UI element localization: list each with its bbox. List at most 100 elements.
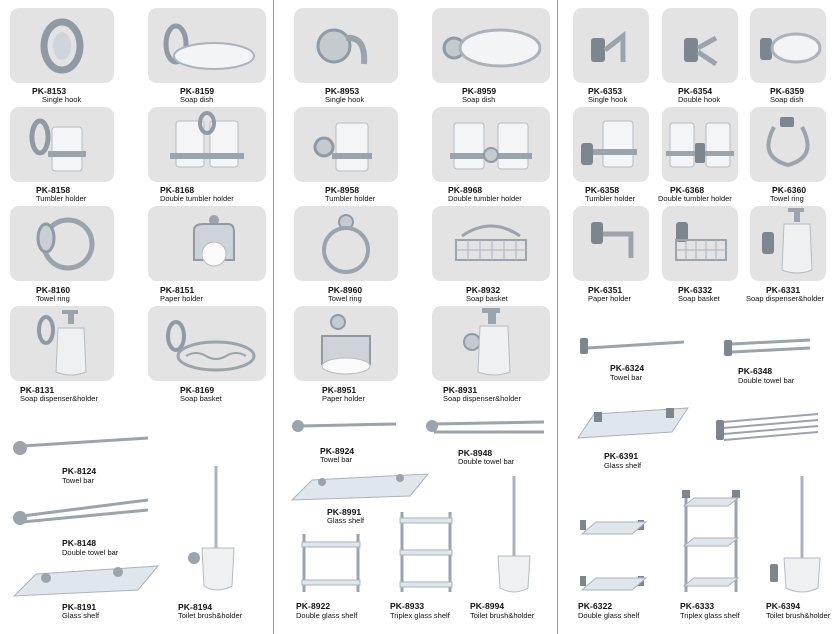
product-image-soap-dispenser[interactable] <box>10 306 114 381</box>
product-code: PK-8951 <box>322 385 357 395</box>
product-code: PK-8194 <box>178 602 213 612</box>
product-image-soap-dish[interactable] <box>432 8 550 83</box>
product-image-towel-ring[interactable] <box>10 206 114 281</box>
product-code: PK-8931 <box>443 385 478 395</box>
product-name: Toilet brush&holder <box>766 611 831 620</box>
product-image-double-hook[interactable] <box>662 8 738 83</box>
product-name: Soap dish <box>180 95 214 104</box>
product-code: PK-8933 <box>390 601 425 611</box>
product-image-towel-bar[interactable] <box>290 414 400 436</box>
product-image-soap-basket[interactable] <box>662 206 738 281</box>
product-code: PK-6353 <box>588 86 623 96</box>
product-code: PK-6331 <box>766 285 801 295</box>
product-image-triplex-glass-shelf[interactable] <box>680 488 742 596</box>
product-code: PK-8922 <box>296 601 331 611</box>
product-image-soap-basket[interactable] <box>432 206 550 281</box>
product-image-paper-holder[interactable] <box>294 306 398 381</box>
product-code: PK-6359 <box>770 86 805 96</box>
product-name: Soap dish <box>462 95 496 104</box>
product-code: PK-6351 <box>588 285 623 295</box>
product-image-single-hook[interactable] <box>294 8 398 83</box>
product-code: PK-6358 <box>585 185 620 195</box>
product-image-tumbler-holder[interactable] <box>294 107 398 182</box>
product-image-soap-dispenser[interactable] <box>432 306 550 381</box>
product-name: Soap basket <box>180 394 222 403</box>
product-name: Toilet brush&holder <box>470 611 535 620</box>
product-image-towel-bar[interactable] <box>578 334 686 358</box>
product-code: PK-8153 <box>32 86 67 96</box>
product-name: Double tumbler holder <box>160 194 234 203</box>
product-image-glass-shelf[interactable] <box>10 560 160 600</box>
product-image-paper-holder[interactable] <box>573 206 649 281</box>
product-code: PK-8924 <box>320 446 355 456</box>
product-name: Towel bar <box>62 476 95 485</box>
product-code: PK-6324 <box>610 363 645 373</box>
product-name: Soap dish <box>770 95 804 104</box>
product-image-towel-ring[interactable] <box>294 206 398 281</box>
product-name: Triplex glass shelf <box>680 611 740 620</box>
product-image-glass-shelf[interactable] <box>574 404 690 444</box>
product-code: PK-6368 <box>670 185 705 195</box>
product-code: PK-6322 <box>578 601 613 611</box>
product-name: Double tumbler holder <box>658 194 732 203</box>
product-image-glass-shelf[interactable] <box>288 468 430 504</box>
product-code: PK-6348 <box>738 366 773 376</box>
product-image-towel-bar[interactable] <box>10 432 150 462</box>
product-image-soap-dish[interactable] <box>750 8 826 83</box>
product-name: Soap dispenser&holder <box>443 394 521 403</box>
product-image-toilet-brush[interactable] <box>186 462 246 598</box>
product-name: Triplex glass shelf <box>390 611 450 620</box>
product-code: PK-6394 <box>766 601 801 611</box>
product-image-double-glass-shelf[interactable] <box>296 530 366 596</box>
product-image-towel-ring[interactable] <box>750 107 826 182</box>
product-image-double-tumbler-holder[interactable] <box>662 107 738 182</box>
product-name: Toilet brush&holder <box>178 611 243 620</box>
product-code: PK-8169 <box>180 385 215 395</box>
product-image-soap-dish[interactable] <box>148 8 266 83</box>
product-image-single-hook[interactable] <box>10 8 114 83</box>
product-name: Double towel bar <box>738 376 795 385</box>
product-code: PK-6360 <box>772 185 807 195</box>
product-name: Towel ring <box>36 294 70 303</box>
product-code: PK-8994 <box>470 601 505 611</box>
product-code: PK-8191 <box>62 602 97 612</box>
product-code: PK-8158 <box>36 185 71 195</box>
product-image-double-towel-bar[interactable] <box>722 334 812 362</box>
product-name: Double tumbler holder <box>448 194 522 203</box>
product-code: PK-6332 <box>678 285 713 295</box>
product-image-double-glass-shelf[interactable] <box>576 516 650 596</box>
product-image-tumbler-holder[interactable] <box>573 107 649 182</box>
product-name: Towel ring <box>328 294 362 303</box>
product-image-glass-shelf-bars[interactable] <box>714 410 820 444</box>
product-name: Paper holder <box>588 294 631 303</box>
product-image-single-hook[interactable] <box>573 8 649 83</box>
product-name: Towel ring <box>770 194 804 203</box>
column-divider <box>273 0 274 634</box>
product-image-double-towel-bar[interactable] <box>424 414 548 442</box>
product-image-toilet-brush[interactable] <box>768 474 828 598</box>
product-name: Single hook <box>325 95 365 104</box>
product-image-soap-basket[interactable] <box>148 306 266 381</box>
product-image-tumbler-holder[interactable] <box>10 107 114 182</box>
product-image-double-tumbler-holder[interactable] <box>148 107 266 182</box>
product-code: PK-8159 <box>180 86 215 96</box>
product-code: PK-6354 <box>678 86 713 96</box>
product-name: Soap basket <box>678 294 720 303</box>
product-image-double-towel-bar[interactable] <box>10 496 150 536</box>
product-name: Double glass shelf <box>296 611 358 620</box>
product-code: PK-8948 <box>458 448 493 458</box>
product-image-double-tumbler-holder[interactable] <box>432 107 550 182</box>
product-image-soap-dispenser[interactable] <box>750 206 826 281</box>
product-name: Glass shelf <box>604 461 642 470</box>
product-name: Towel bar <box>610 373 643 382</box>
product-name: Double hook <box>678 95 721 104</box>
product-code: PK-8959 <box>462 86 497 96</box>
product-name: Paper holder <box>160 294 203 303</box>
product-name: Double glass shelf <box>578 611 640 620</box>
product-code: PK-8953 <box>325 86 360 96</box>
product-code: PK-6333 <box>680 601 715 611</box>
product-name: Single hook <box>588 95 628 104</box>
product-image-triplex-glass-shelf[interactable] <box>396 508 456 596</box>
product-image-toilet-brush[interactable] <box>484 474 544 598</box>
product-image-paper-holder[interactable] <box>148 206 266 281</box>
